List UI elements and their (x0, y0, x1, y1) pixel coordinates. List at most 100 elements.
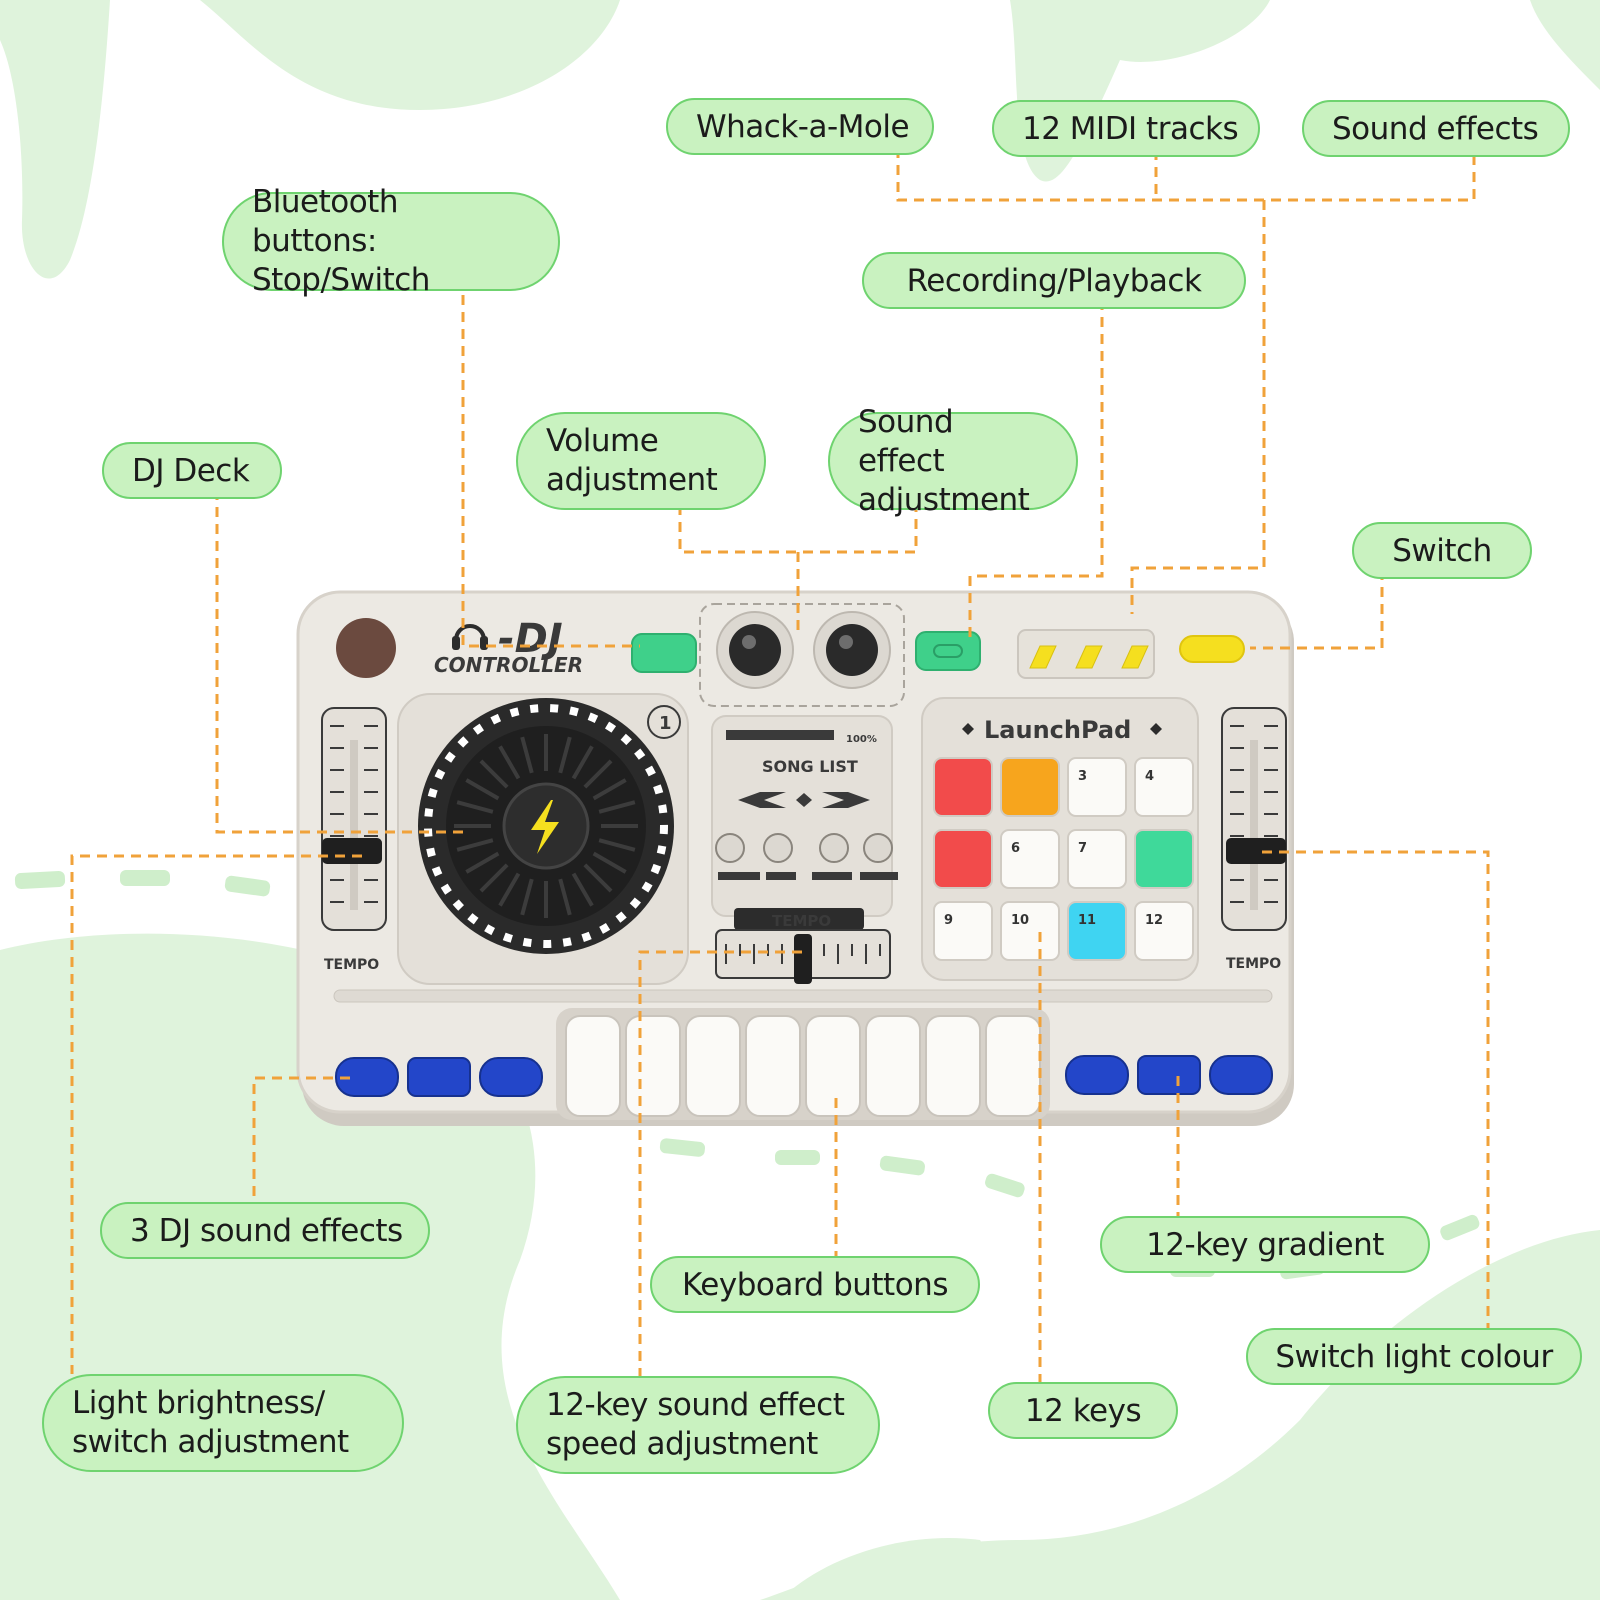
callout-dj-sound-effects: 3 DJ sound effects (100, 1202, 430, 1259)
keyboard-keys[interactable] (565, 1015, 1041, 1117)
midi-tracks-button (1075, 645, 1103, 669)
logo: -DJ CONTROLLER (434, 616, 583, 677)
transport-buttons[interactable] (715, 833, 893, 863)
song-list-label: SONG LIST (762, 757, 858, 776)
callout-12-key-gradient: 12-key gradient (1100, 1216, 1430, 1273)
gradient-buttons[interactable] (1065, 1055, 1273, 1095)
sound-effect-knob[interactable] (813, 611, 891, 689)
gradient-button-1 (1065, 1055, 1129, 1095)
headphone-icon (454, 624, 486, 641)
volume-bar (726, 730, 834, 740)
callout-volume-line2: adjustment (546, 462, 718, 498)
corner-dot (336, 618, 396, 678)
knob-area (699, 603, 905, 707)
dj-effect-button-3 (479, 1057, 543, 1097)
callout-sound-effects-text: Sound effects (1332, 110, 1539, 147)
callout-recording-text: Recording/Playback (906, 262, 1202, 299)
callout-volume-line1: Volume (546, 423, 659, 459)
keyboard-key-8[interactable] (985, 1015, 1041, 1117)
callout-whack-a-mole: Whack-a-Mole (666, 98, 934, 155)
pad-label-3: 3 (1078, 769, 1087, 784)
callout-brightness-line1: Light brightness/ (72, 1385, 325, 1421)
right-tempo-label: TEMPO (1226, 956, 1281, 972)
callout-sfx-adj-line2: adjustment (858, 481, 1030, 518)
dj-effect-button-2 (407, 1057, 471, 1097)
mode-buttons[interactable] (1029, 645, 1149, 669)
callout-midi-tracks: 12 MIDI tracks (992, 100, 1260, 157)
volume-knob[interactable] (716, 611, 794, 689)
left-tempo-label: TEMPO (324, 957, 379, 973)
launchpad-pad-12[interactable] (1134, 901, 1194, 961)
center-tempo-label: TEMPO (772, 912, 831, 930)
keyboard-key-2[interactable] (625, 1015, 681, 1117)
sound-effects-button (1121, 645, 1149, 669)
callout-bluetooth-line1: Bluetooth buttons: (252, 184, 399, 259)
callout-midi-tracks-text: 12 MIDI tracks (1022, 110, 1239, 147)
keyboard-key-1[interactable] (565, 1015, 621, 1117)
callout-switch-text: Switch (1392, 532, 1492, 569)
gradient-button-2 (1137, 1055, 1201, 1095)
keyboard-key-6[interactable] (865, 1015, 921, 1117)
callout-12-keys: 12 keys (988, 1382, 1178, 1439)
launchpad-pad-7[interactable] (1067, 829, 1127, 889)
callout-bluetooth-line2: Stop/Switch (252, 262, 430, 298)
launchpad-pad-6[interactable] (1000, 829, 1060, 889)
callout-bluetooth-buttons: Bluetooth buttons:Stop/Switch (222, 184, 560, 298)
deck-number: 1 (659, 713, 672, 734)
callout-gradient-text: 12-key gradient (1146, 1226, 1384, 1263)
callout-speed-line1: 12-key sound effect (546, 1387, 845, 1423)
logo-subtext: CONTROLLER (434, 653, 583, 677)
callout-switch-light-colour: Switch light colour (1246, 1328, 1582, 1385)
launchpad-pad-1[interactable] (933, 757, 993, 817)
switch-button[interactable] (1179, 635, 1245, 663)
launchpad-pad-4[interactable] (1134, 757, 1194, 817)
left-tempo-slider-handle[interactable] (322, 838, 382, 864)
pad-label-10: 10 (1011, 913, 1029, 928)
jog-wheel[interactable] (418, 698, 674, 954)
right-tempo-slider-handle[interactable] (1226, 838, 1286, 864)
bluetooth-button[interactable] (631, 633, 697, 673)
callout-sfx-adj-line1: Sound effect (858, 403, 954, 479)
launchpad-pad-10[interactable] (1000, 901, 1060, 961)
whack-a-mole-button (1029, 645, 1057, 669)
dj-effect-button-1 (335, 1057, 399, 1097)
launchpad-pad-5[interactable] (933, 829, 993, 889)
callout-switch: Switch (1352, 522, 1532, 579)
gradient-button-3 (1209, 1055, 1273, 1095)
pad-label-12: 12 (1145, 913, 1163, 928)
callout-keyboard-text: Keyboard buttons (682, 1266, 948, 1303)
callout-keyboard-buttons: Keyboard buttons (650, 1256, 980, 1313)
keyboard-key-4[interactable] (745, 1015, 801, 1117)
lightning-icon (531, 800, 559, 854)
launchpad-title: LaunchPad (984, 716, 1131, 744)
leader-lines (70, 148, 1490, 1382)
dj-controller-device: -DJ CONTROLLER (296, 590, 1294, 1126)
launchpad-pad-8[interactable] (1134, 829, 1194, 889)
launchpad-pad-2[interactable] (1000, 757, 1060, 817)
center-tempo-slider-handle[interactable] (794, 934, 812, 984)
record-playback-button[interactable] (915, 631, 981, 671)
launchpad-pad-3[interactable] (1067, 757, 1127, 817)
keyboard-key-7[interactable] (925, 1015, 981, 1117)
callout-whack-a-mole-text: Whack-a-Mole (696, 108, 910, 145)
pad-label-7: 7 (1078, 841, 1087, 856)
keyboard-key-5[interactable] (805, 1015, 861, 1117)
callout-dj-deck: DJ Deck (102, 442, 282, 499)
keyboard-key-3[interactable] (685, 1015, 741, 1117)
dj-sound-effect-buttons[interactable] (335, 1057, 543, 1097)
launchpad-pad-11[interactable] (1067, 901, 1127, 961)
callout-12-keys-text: 12 keys (1024, 1392, 1142, 1429)
pad-label-11: 11 (1078, 913, 1096, 928)
volume-readout: 100% (846, 734, 877, 745)
song-nav-arrows[interactable] (738, 792, 870, 808)
pad-label-9: 9 (944, 913, 953, 928)
callout-dj-deck-text: DJ Deck (132, 452, 250, 489)
launchpad-pad-9[interactable] (933, 901, 993, 961)
callout-switch-light-text: Switch light colour (1275, 1338, 1553, 1375)
logo-text: -DJ (498, 616, 563, 662)
